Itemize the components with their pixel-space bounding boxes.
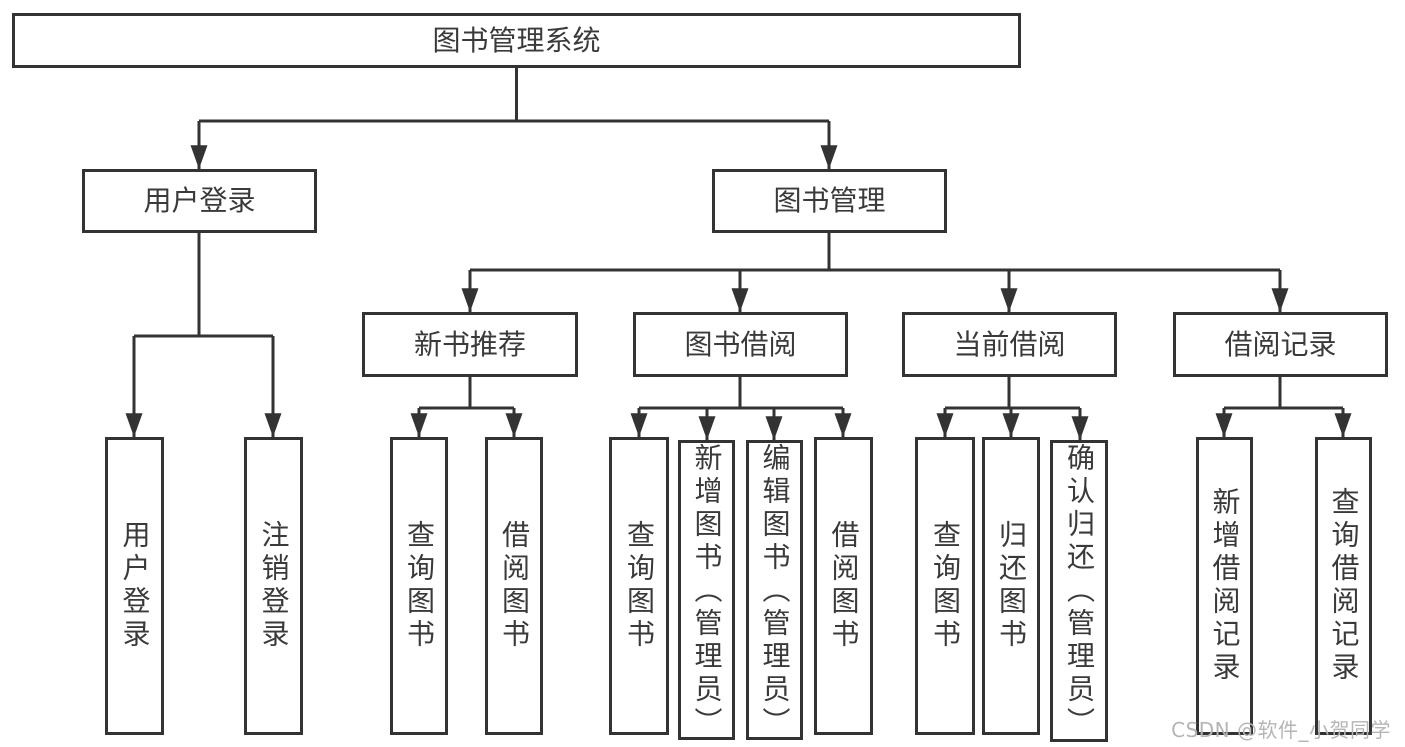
leaf-label: 查询图书 xyxy=(929,520,962,652)
node-book-borrowing: 图书借阅 xyxy=(633,312,848,377)
leaf-label: 确认归还（管理员） xyxy=(1063,443,1096,740)
leaf-query-books-current: 查询图书 xyxy=(915,437,975,735)
node-root-system: 图书管理系统 xyxy=(12,13,1021,68)
leaf-query-books-borrow: 查询图书 xyxy=(609,437,669,735)
leaf-label: 注销登录 xyxy=(257,520,291,652)
leaf-return-books: 归还图书 xyxy=(982,437,1040,735)
leaf-edit-books-admin: 编辑图书（管理员） xyxy=(746,440,803,740)
leaf-label: 借阅图书 xyxy=(498,520,531,652)
node-book-management: 图书管理 xyxy=(712,169,947,233)
leaf-borrow-books: 借阅图书 xyxy=(814,437,873,735)
node-current-borrowing: 当前借阅 xyxy=(902,312,1117,377)
leaf-label: 新增借阅记录 xyxy=(1208,487,1242,685)
leaf-label: 查询图书 xyxy=(403,520,436,652)
leaf-label: 归还图书 xyxy=(995,520,1028,652)
leaf-user-login: 用户登录 xyxy=(105,437,164,735)
leaf-query-borrow-record: 查询借阅记录 xyxy=(1315,437,1372,735)
node-user-login: 用户登录 xyxy=(82,169,317,233)
leaf-label: 编辑图书（管理员） xyxy=(758,443,792,740)
leaf-label: 查询图书 xyxy=(623,520,656,652)
leaf-borrow-books-recommend: 借阅图书 xyxy=(485,437,543,735)
leaf-label: 新增图书（管理员） xyxy=(690,443,724,740)
leaf-add-books-admin: 新增图书（管理员） xyxy=(678,440,735,740)
leaf-label: 借阅图书 xyxy=(827,520,861,652)
leaf-logout: 注销登录 xyxy=(244,437,303,735)
leaf-label: 用户登录 xyxy=(118,520,152,652)
csdn-watermark: CSDN @软件_小贺同学 xyxy=(1171,718,1391,742)
node-borrowing-records: 借阅记录 xyxy=(1173,312,1388,377)
leaf-label: 查询借阅记录 xyxy=(1327,487,1361,685)
leaf-confirm-return-admin: 确认归还（管理员） xyxy=(1050,440,1108,742)
node-new-book-recommend: 新书推荐 xyxy=(362,312,578,377)
leaf-query-books-recommend: 查询图书 xyxy=(390,437,448,735)
leaf-add-borrow-record: 新增借阅记录 xyxy=(1196,437,1253,735)
